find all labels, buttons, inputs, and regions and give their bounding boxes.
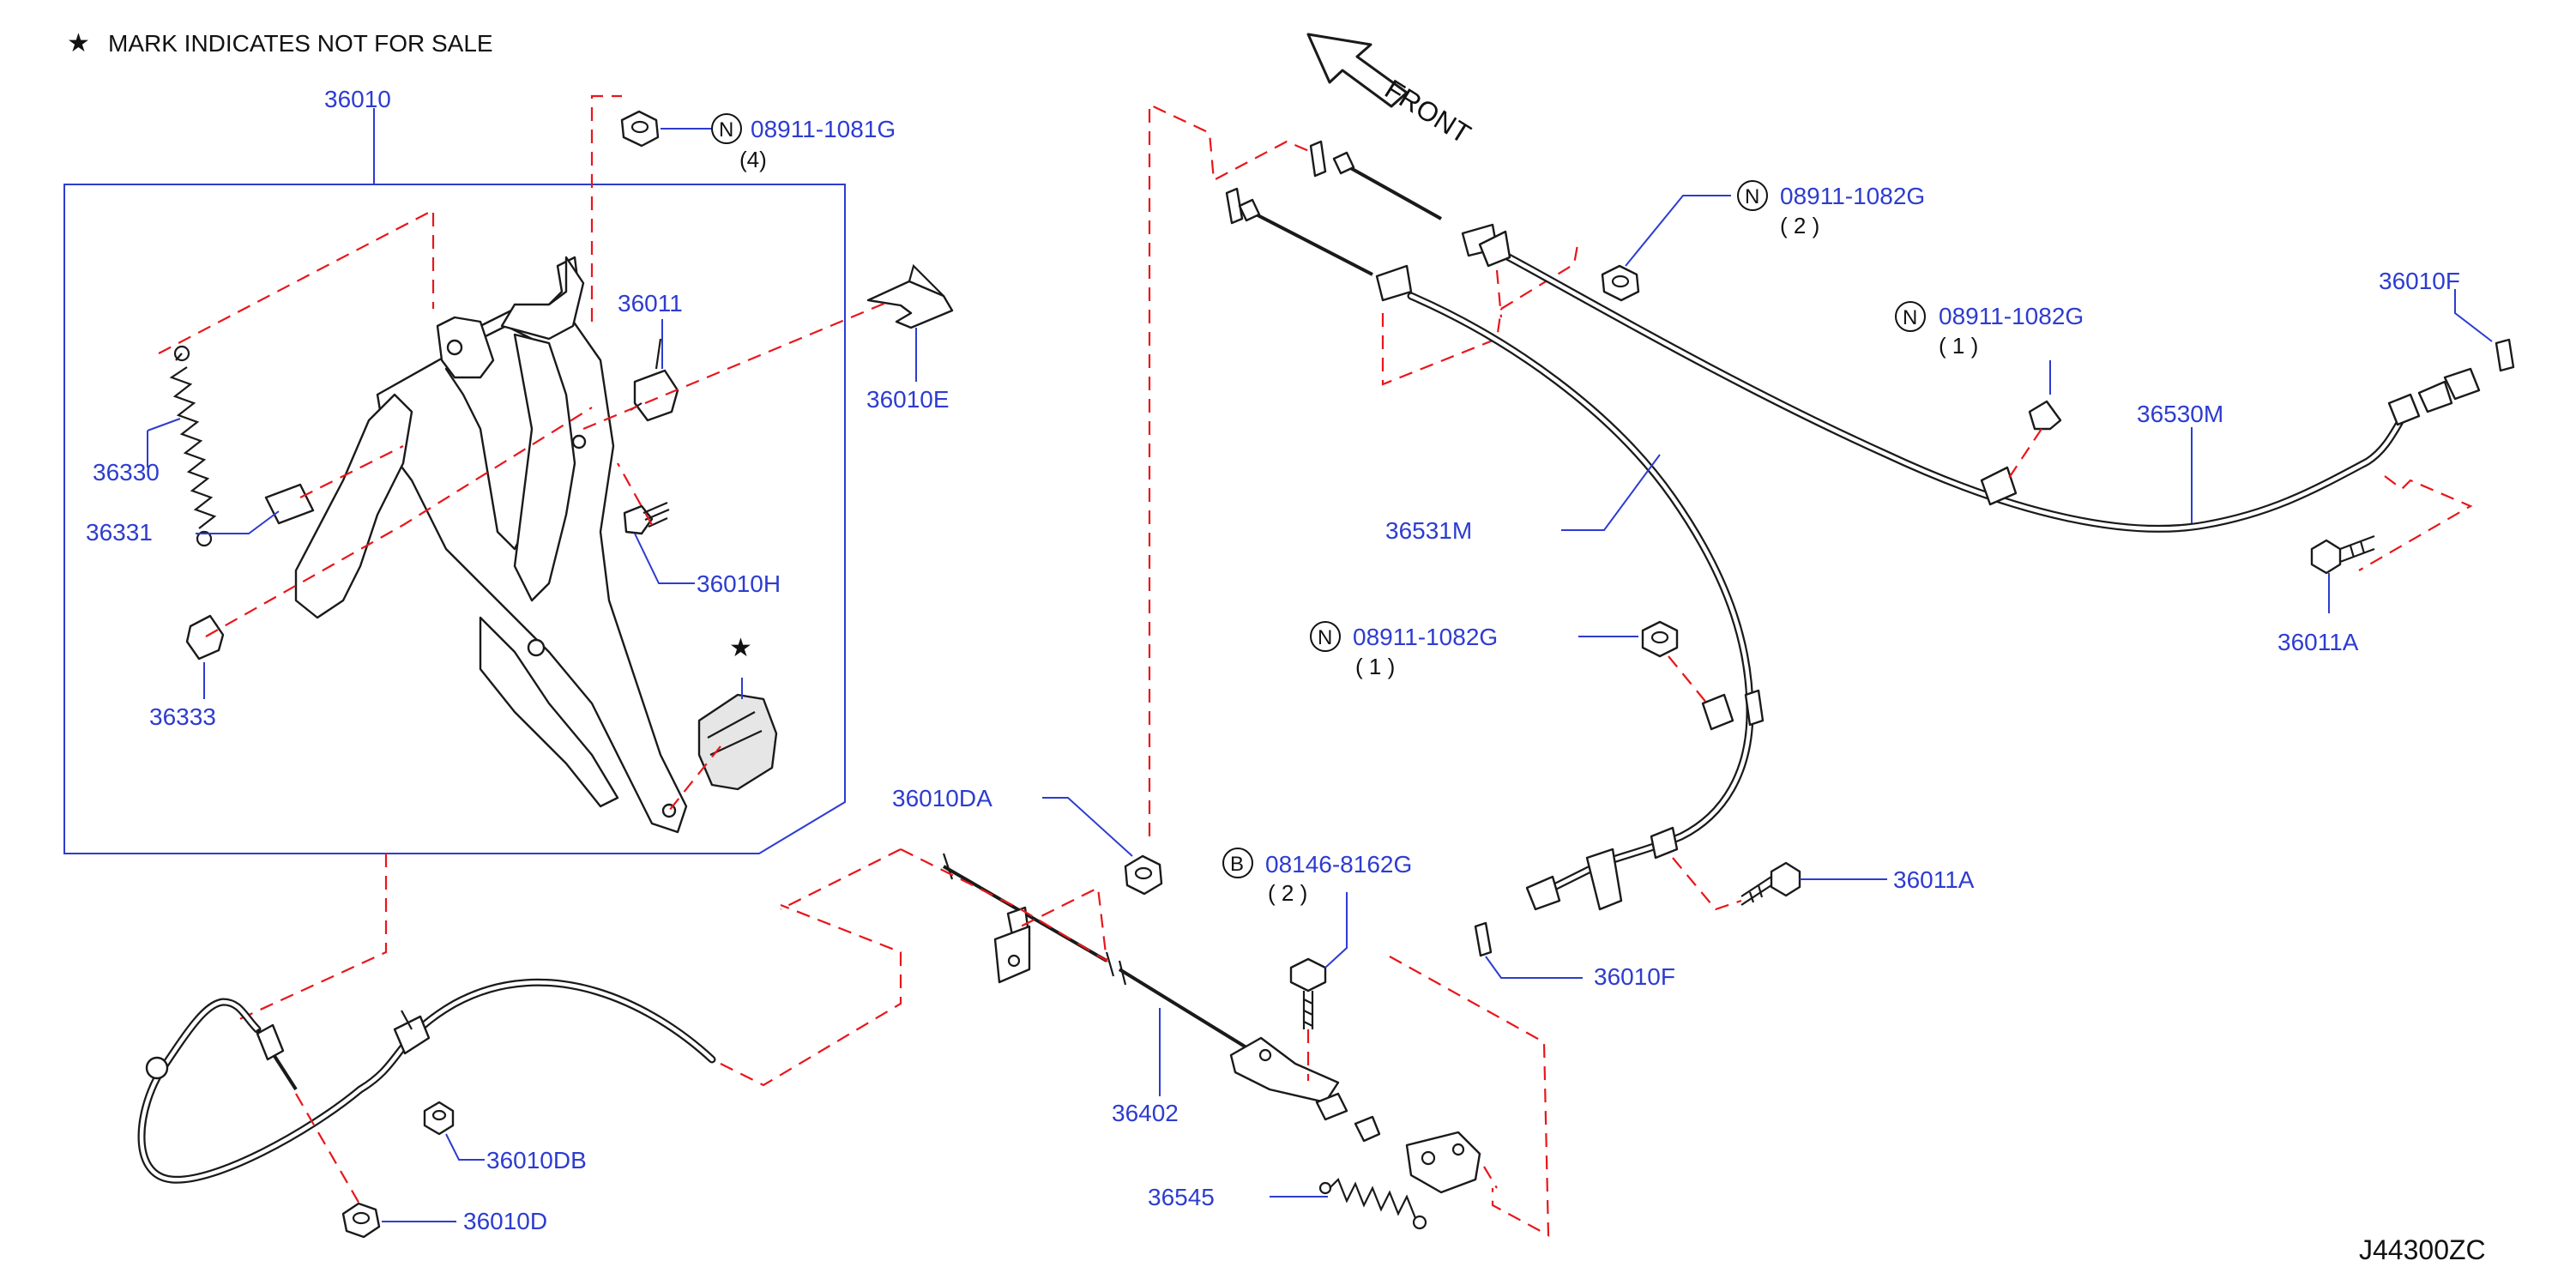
diagram-code: J44300ZC bbox=[2359, 1234, 2486, 1265]
nut-a-circle bbox=[711, 113, 742, 144]
bushing-icon bbox=[185, 614, 225, 661]
label-36010: 36010 bbox=[324, 86, 391, 112]
nut-a-qty: (4) bbox=[739, 147, 767, 172]
nut-a-prefix: N bbox=[719, 118, 733, 142]
bolt-36011a-middle-icon bbox=[1740, 861, 1801, 906]
pedal-pad-star: ★ bbox=[729, 634, 752, 662]
label-36330: 36330 bbox=[93, 459, 160, 486]
nut-d-circle bbox=[1310, 621, 1341, 652]
not-for-sale-star: ★ bbox=[67, 29, 90, 57]
nut-b-qty: ( 2 ) bbox=[1780, 213, 1819, 238]
rear-cable-left-icon bbox=[1225, 187, 1765, 911]
label-36010DA: 36010DA bbox=[892, 785, 992, 811]
nut-b-prefix: N bbox=[1745, 185, 1759, 208]
clip-icon bbox=[264, 483, 315, 525]
pin-36010f-bottom-icon bbox=[1474, 921, 1493, 957]
nut-d-prefix: N bbox=[1318, 626, 1332, 649]
bolt-36010h-icon bbox=[623, 501, 670, 535]
front-cable-icon bbox=[137, 978, 716, 1184]
label-36545: 36545 bbox=[1148, 1184, 1215, 1210]
return-spring-36545-icon bbox=[1318, 1178, 1427, 1230]
bolt-a-circle bbox=[1222, 848, 1253, 878]
stop-switch-icon bbox=[633, 369, 679, 422]
label-36011A-right: 36011A bbox=[2277, 629, 2359, 655]
front-label: FRONT bbox=[1379, 73, 1476, 149]
nut-d-qty: ( 1 ) bbox=[1355, 654, 1395, 679]
front-arrow-icon bbox=[1306, 33, 1409, 108]
nut-b-circle bbox=[1737, 180, 1768, 211]
clip-36010e-icon bbox=[866, 280, 954, 329]
bolt-08146-8162g-icon bbox=[1289, 957, 1327, 1029]
nut-36010d-icon bbox=[341, 1202, 381, 1239]
rear-cable-right-icon bbox=[1309, 140, 2481, 533]
label-36010E: 36010E bbox=[866, 386, 950, 413]
label-36011: 36011 bbox=[618, 290, 683, 317]
bolt-a-prefix: B bbox=[1230, 853, 1244, 876]
nut-08911-1082g-middle-icon bbox=[1641, 620, 1679, 658]
nut-08911-1081g-icon bbox=[620, 110, 660, 148]
label-36010H: 36010H bbox=[697, 570, 781, 597]
label-36530M: 36530M bbox=[2137, 401, 2223, 427]
pedal-assembly-box bbox=[63, 184, 846, 854]
nut-c-prefix: N bbox=[1903, 306, 1917, 329]
nut-c-number: 08911-1082G bbox=[1939, 303, 2084, 329]
bolt-a-qty: ( 2 ) bbox=[1268, 880, 1307, 906]
label-36010F-bottom: 36010F bbox=[1594, 963, 1675, 990]
clip-08911-right-icon bbox=[2028, 400, 2062, 431]
nut-c-circle bbox=[1895, 301, 1926, 332]
nut-08911-1082g-top-icon bbox=[1601, 264, 1640, 302]
not-for-sale-notice: MARK INDICATES NOT FOR SALE bbox=[108, 30, 493, 57]
bolt-a-number: 08146-8162G bbox=[1265, 851, 1412, 878]
label-36331: 36331 bbox=[86, 519, 153, 546]
pedal-pad-ribs-icon bbox=[707, 711, 763, 756]
nut-36010db-icon bbox=[423, 1101, 455, 1136]
pin-36010f-top-icon bbox=[2495, 338, 2515, 372]
parking-brake-pedal-icon bbox=[294, 256, 688, 834]
label-36531M: 36531M bbox=[1385, 517, 1472, 544]
nut-b-number: 08911-1082G bbox=[1780, 183, 1925, 209]
label-36010DB: 36010DB bbox=[486, 1147, 587, 1173]
nut-36010da-icon bbox=[1124, 854, 1163, 896]
nut-d-number: 08911-1082G bbox=[1353, 624, 1498, 650]
nut-a-number: 08911-1081G bbox=[751, 116, 896, 142]
equalizer-rod-icon bbox=[942, 853, 1481, 1194]
label-36010F-top: 36010F bbox=[2379, 268, 2460, 294]
bolt-36011a-right-icon bbox=[2310, 534, 2375, 575]
label-36011A-mid: 36011A bbox=[1893, 866, 1975, 893]
label-36402: 36402 bbox=[1112, 1100, 1179, 1126]
label-36333: 36333 bbox=[149, 703, 216, 730]
label-36010D: 36010D bbox=[463, 1208, 547, 1234]
nut-c-qty: ( 1 ) bbox=[1939, 333, 1978, 359]
return-spring-icon bbox=[169, 345, 217, 547]
